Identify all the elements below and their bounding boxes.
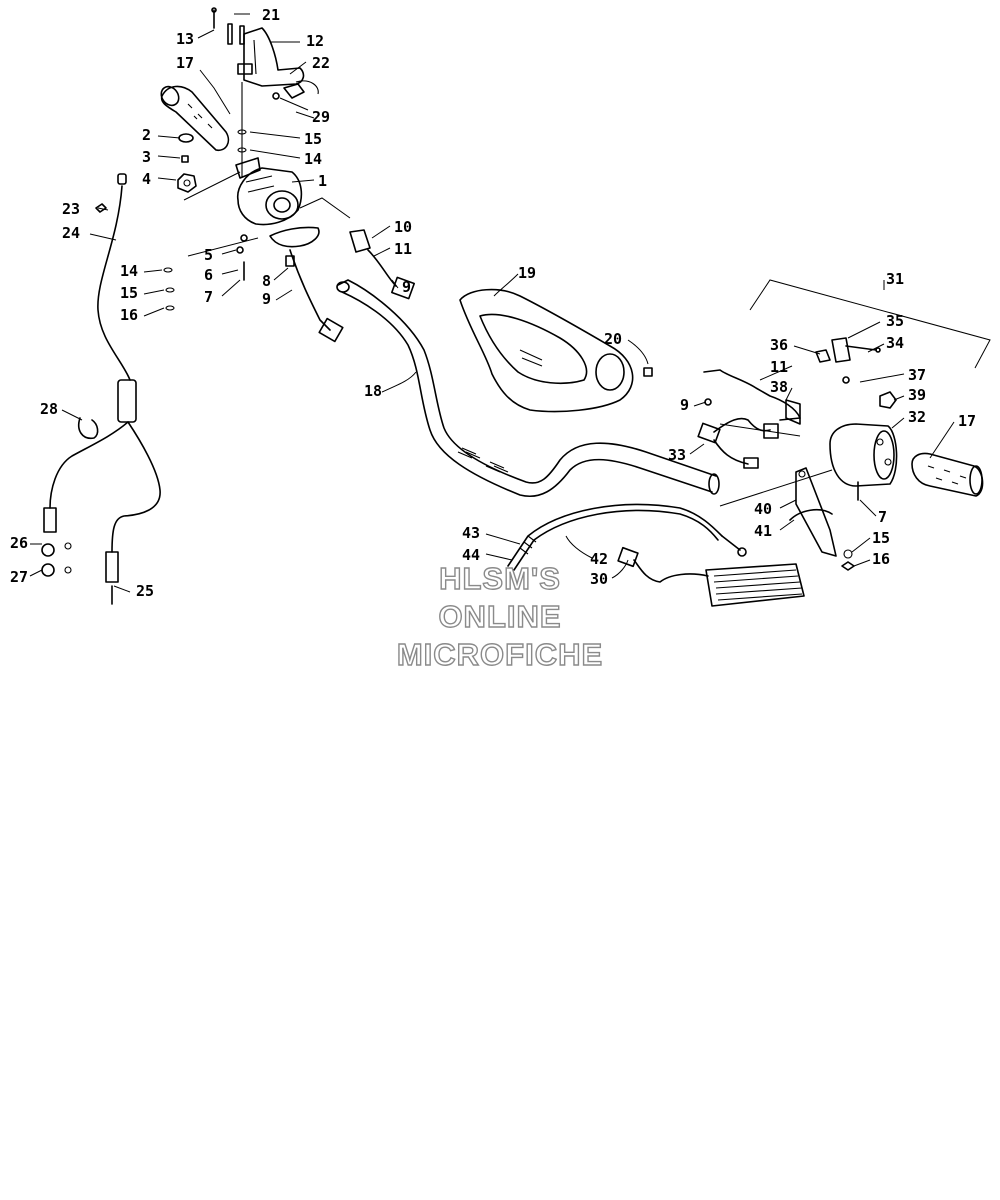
callout-11b: 11 (770, 358, 788, 376)
callout-14a: 14 (304, 150, 322, 168)
callout-41: 41 (754, 522, 772, 540)
callout-15c: 15 (872, 529, 890, 547)
callout-29: 29 (312, 108, 330, 126)
washer-set-left[interactable] (163, 267, 175, 311)
throttle-switch[interactable] (283, 80, 319, 99)
handlebar[interactable] (336, 279, 720, 497)
set-screw[interactable] (181, 155, 189, 163)
left-grip[interactable] (158, 83, 230, 152)
callout-17a: 17 (176, 54, 194, 72)
cable-ferrules[interactable] (41, 542, 72, 577)
callout-20: 20 (604, 330, 622, 348)
switch-lock-tab[interactable] (815, 349, 831, 363)
callout-30: 30 (590, 570, 608, 588)
callout-39: 39 (908, 386, 926, 404)
callout-15b: 15 (120, 284, 138, 302)
callout-3: 3 (142, 148, 151, 166)
callout-19: 19 (518, 264, 536, 282)
callout-15a: 15 (304, 130, 322, 148)
callout-12: 12 (306, 32, 324, 50)
adjuster-nut[interactable] (177, 173, 197, 193)
callout-1: 1 (318, 172, 327, 190)
throttle-shaft[interactable] (237, 82, 247, 178)
callout-9b: 9 (402, 278, 411, 296)
callout-5: 5 (204, 246, 213, 264)
callout-16a: 16 (120, 306, 138, 324)
throttle-lever[interactable] (237, 27, 305, 87)
left-harness[interactable] (285, 249, 344, 343)
switch-screw[interactable] (272, 92, 280, 100)
hand-guard[interactable] (459, 288, 634, 413)
callout-31: 31 (886, 270, 904, 288)
watermark-line-1: HLSM'S (438, 560, 561, 596)
housing-cap-screw[interactable] (879, 391, 897, 409)
callout-34: 34 (886, 334, 904, 352)
callout-23: 23 (62, 200, 80, 218)
callout-32: 32 (908, 408, 926, 426)
throttle-housing[interactable] (235, 157, 320, 248)
callout-36: 36 (770, 336, 788, 354)
callout-9c: 9 (680, 396, 689, 414)
callout-43: 43 (462, 524, 480, 542)
callout-25: 25 (136, 582, 154, 600)
callout-4: 4 (142, 170, 151, 188)
callout-18: 18 (364, 382, 382, 400)
callout-42: 42 (590, 550, 608, 568)
callout-37: 37 (908, 366, 926, 384)
guard-screw[interactable] (643, 367, 653, 377)
cap[interactable] (178, 133, 194, 143)
callout-labels: 1 2 3 4 5 6 7 7 8 9 9 9 10 11 11 12 13 1… (10, 6, 976, 600)
right-harness[interactable] (697, 417, 779, 469)
switch-nut[interactable] (842, 376, 850, 384)
lever-pin[interactable] (211, 7, 217, 29)
throttle-cable[interactable] (43, 173, 161, 605)
switch-assembly-bracket (749, 279, 991, 369)
callout-7a: 7 (204, 288, 213, 306)
callout-33: 33 (668, 446, 686, 464)
dimmer-switch[interactable] (349, 229, 415, 300)
callout-11a: 11 (394, 240, 412, 258)
callout-17b: 17 (958, 412, 976, 430)
callout-22: 22 (312, 54, 330, 72)
callout-26: 26 (10, 534, 28, 552)
callout-35: 35 (886, 312, 904, 330)
right-control-housing[interactable] (829, 423, 898, 487)
callout-40: 40 (754, 500, 772, 518)
cable-clip[interactable] (95, 203, 107, 213)
watermark-line-2: ONLINE (438, 598, 562, 634)
callout-28: 28 (40, 400, 58, 418)
callout-27: 27 (10, 568, 28, 586)
callout-7b: 7 (878, 508, 887, 526)
brake-pivot[interactable] (841, 481, 859, 571)
heater-switch[interactable] (831, 337, 881, 363)
brake-lever[interactable] (789, 467, 837, 557)
callout-24: 24 (62, 224, 80, 242)
callout-8: 8 (262, 272, 271, 290)
watermark-line-3: MICROFICHE (396, 636, 604, 672)
right-grip[interactable] (911, 452, 984, 497)
callout-38: 38 (770, 378, 788, 396)
callout-13: 13 (176, 30, 194, 48)
callout-9a: 9 (262, 290, 271, 308)
callout-6: 6 (204, 266, 213, 284)
lever-bushing[interactable] (227, 23, 245, 45)
wire-tie[interactable] (78, 417, 99, 440)
grip-heater[interactable] (617, 546, 805, 607)
housing-screws[interactable] (236, 234, 248, 281)
callout-10: 10 (394, 218, 412, 236)
callout-16b: 16 (872, 550, 890, 568)
brake-cable[interactable] (507, 503, 747, 571)
callout-44: 44 (462, 546, 480, 564)
callout-2: 2 (142, 126, 151, 144)
callout-21: 21 (262, 6, 280, 24)
leader-lines (29, 13, 955, 593)
callout-14b: 14 (120, 262, 138, 280)
